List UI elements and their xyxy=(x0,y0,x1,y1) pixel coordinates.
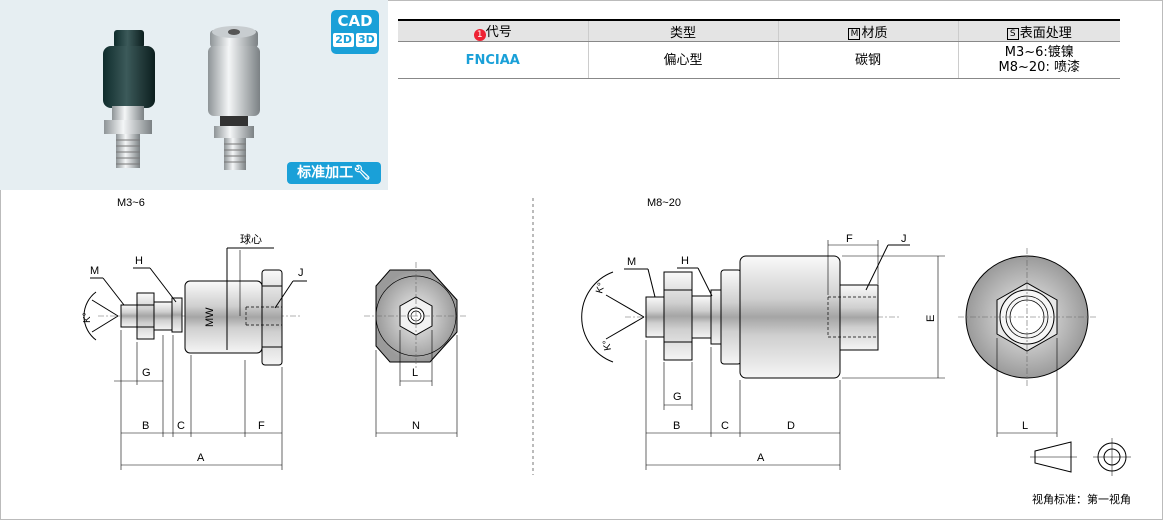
standard-processing-badge: 标准加工🔧︎ xyxy=(287,162,381,184)
left-b-label: B xyxy=(142,420,149,432)
left-k-label: K° xyxy=(82,312,93,323)
right-a-label: A xyxy=(757,452,765,464)
right-d-label: D xyxy=(787,420,795,432)
standard-processing-label: 标准加工 xyxy=(297,165,354,181)
left-c-label: C xyxy=(177,420,185,432)
left-n-label: N xyxy=(412,420,420,432)
right-b-label: B xyxy=(673,420,680,432)
product-photo: CAD 2D 3D 标准加工🔧︎ xyxy=(0,0,388,190)
cad-3d-label[interactable]: 3D xyxy=(356,33,377,47)
left-ball-center-label: 球心 xyxy=(240,232,262,246)
cell-material: 碳钢 xyxy=(777,41,958,79)
left-drawing: M3~6 球心 MW M H J xyxy=(82,197,468,470)
left-f-label: F xyxy=(258,420,265,432)
cad-label: CAD xyxy=(337,12,373,30)
right-k-upper-label: K° xyxy=(594,282,607,295)
cad-badge[interactable]: CAD 2D 3D xyxy=(331,10,379,54)
right-g-label: G xyxy=(673,391,682,403)
right-c-label: C xyxy=(721,420,729,432)
cad-2d-label[interactable]: 2D xyxy=(333,33,354,47)
wrench-icon: 🔧︎ xyxy=(353,165,371,181)
right-j-label: J xyxy=(901,233,907,245)
left-a-label: A xyxy=(197,452,205,464)
left-j-label: J xyxy=(298,267,304,279)
number-one-icon: 1 xyxy=(473,29,486,41)
right-e-label: E xyxy=(925,315,937,322)
right-k-lower-label: K° xyxy=(601,339,614,351)
first-angle-projection-icon xyxy=(1030,438,1131,476)
surface-s-icon: S xyxy=(1006,27,1019,40)
right-l-label: L xyxy=(1022,420,1028,432)
left-g-label: G xyxy=(142,367,151,379)
right-drawing: M8~20 M H J F xyxy=(581,197,1131,476)
left-l-label: L xyxy=(412,367,418,379)
material-m-icon: M xyxy=(848,27,861,40)
right-f-label: F xyxy=(846,233,853,245)
right-title: M8~20 xyxy=(647,197,681,209)
left-h-label: H xyxy=(135,255,143,267)
left-mw-label: MW xyxy=(204,307,216,327)
projection-note: 视角标准：第一视角 xyxy=(1032,492,1131,506)
right-h-label: H xyxy=(681,255,689,267)
product-photo-art xyxy=(103,26,260,170)
right-m-label: M xyxy=(627,256,636,268)
cell-code[interactable]: FNCIAA xyxy=(398,41,588,79)
left-title: M3~6 xyxy=(117,197,145,209)
cell-type: 偏心型 xyxy=(587,41,778,79)
left-m-label: M xyxy=(90,265,99,277)
header-type: 类型 xyxy=(587,19,778,42)
